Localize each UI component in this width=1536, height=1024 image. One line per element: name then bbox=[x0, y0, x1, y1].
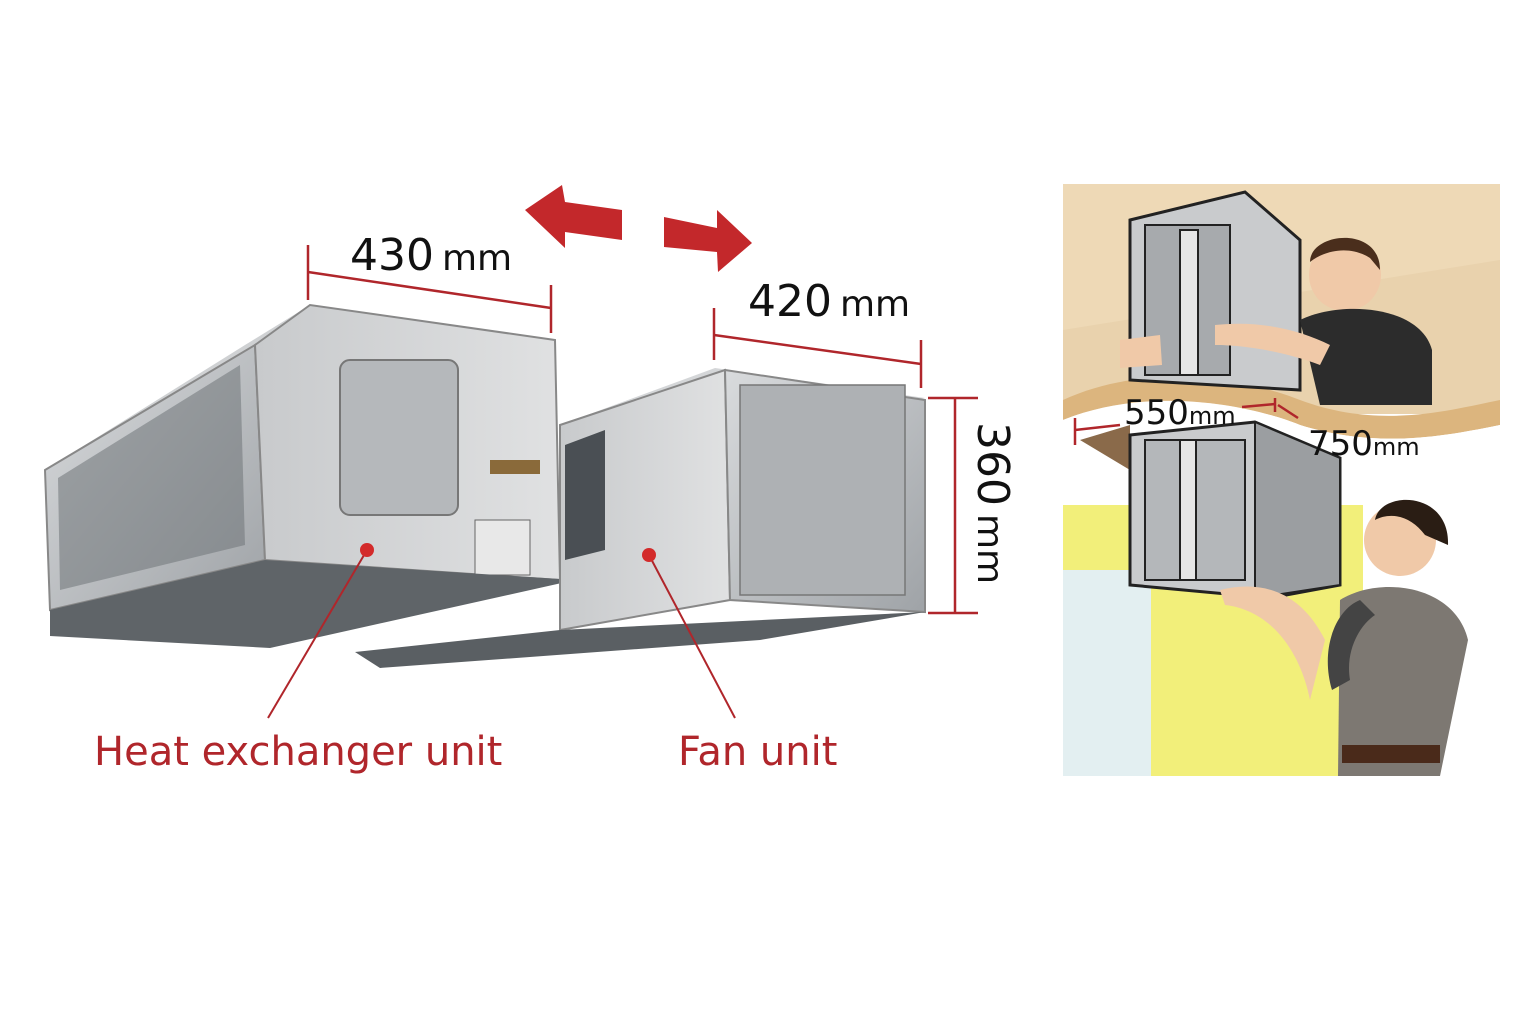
fan-marker bbox=[642, 548, 656, 562]
dim-420-unit: mm bbox=[840, 284, 910, 325]
dim-360-unit: mm bbox=[969, 514, 1010, 584]
dim-750-value: 750 bbox=[1308, 424, 1373, 464]
dim-430-value: 430 bbox=[350, 230, 434, 281]
dim-750-unit: mm bbox=[1373, 433, 1420, 461]
dim-430-unit: mm bbox=[442, 238, 512, 279]
svg-text:750mm: 750mm bbox=[1308, 424, 1420, 464]
heat-exchanger-marker bbox=[360, 543, 374, 557]
svg-text:550mm: 550mm bbox=[1124, 393, 1236, 433]
dim-550-unit: mm bbox=[1189, 402, 1236, 430]
heat-exchanger-label: Heat exchanger unit bbox=[94, 729, 502, 775]
dim-360-value: 360 bbox=[967, 422, 1018, 506]
dim-420-value: 420 bbox=[748, 276, 832, 327]
fan-label: Fan unit bbox=[678, 729, 837, 775]
heat-exchanger-unit-image bbox=[43, 303, 575, 648]
fan-unit-image bbox=[355, 368, 926, 668]
double-arrow-separate-icon bbox=[525, 185, 752, 272]
installation-illustration bbox=[1063, 184, 1500, 776]
dim-550-value: 550 bbox=[1124, 393, 1189, 433]
svg-text:360mm: 360 mm bbox=[967, 422, 1018, 584]
